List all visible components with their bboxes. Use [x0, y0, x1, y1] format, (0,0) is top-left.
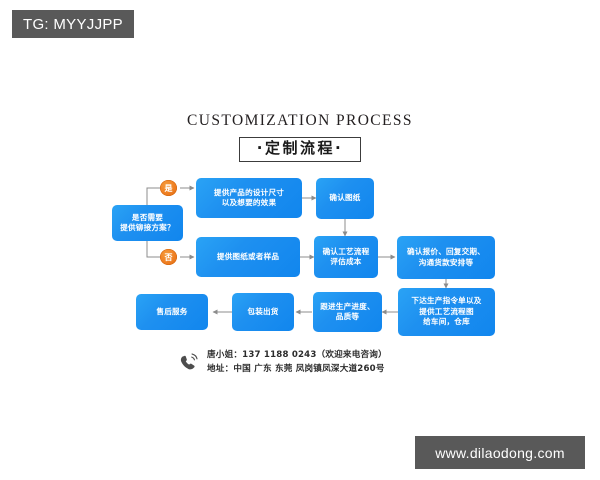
flow-node-label: 确认工艺流程 评估成本 — [322, 246, 370, 266]
flow-node-confirm-quote-delivery-payment[interactable]: 确认报价、回复交期、 沟通货款安排等 — [397, 236, 495, 279]
page-title-chinese-box: ·定制流程· — [238, 137, 362, 162]
flow-node-label: 确认报价、回复交期、 沟通货款安排等 — [407, 247, 485, 267]
phone-icon — [180, 353, 198, 370]
flow-node-label: 提供图纸或者样品 — [216, 251, 280, 261]
flow-node-issue-production-order[interactable]: 下达生产指令单以及 提供工艺流程图 给车间，仓库 — [398, 288, 495, 336]
flow-node-decision-label: 是否需要 提供铆接方案？ — [120, 212, 175, 232]
contact-phone-line: 唐小姐：137 1188 0243（欢迎来电咨询） — [207, 350, 387, 360]
flow-node-decision[interactable]: 是否需要 提供铆接方案？ — [112, 205, 183, 241]
page-title-english: CUSTOMIZATION PROCESS — [187, 112, 413, 129]
flow-node-confirm-process-and-cost[interactable]: 确认工艺流程 评估成本 — [314, 236, 378, 278]
page-title: CUSTOMIZATION PROCESS ·定制流程· — [0, 112, 600, 162]
flow-node-confirm-drawing[interactable]: 确认图纸 — [316, 178, 374, 219]
flow-node-label: 售后服务 — [156, 306, 188, 316]
flow-branch-badge-yes-label: 是 — [164, 183, 173, 193]
flow-branch-badge-no[interactable]: 否 — [160, 249, 177, 265]
flow-node-label: 提供产品的设计尺寸 以及想要的效果 — [213, 187, 285, 207]
contact-text-block: 唐小姐：137 1188 0243（欢迎来电咨询） 地址：中国 广东 东莞 凤岗… — [207, 349, 387, 377]
flow-node-label: 确认图纸 — [329, 193, 361, 203]
flow-node-provide-design-dimensions[interactable]: 提供产品的设计尺寸 以及想要的效果 — [196, 178, 302, 218]
watermark-tag-top-left: TG: MYYJJPP — [12, 10, 134, 38]
flow-branch-badge-no-label: 否 — [164, 252, 173, 262]
flow-node-after-sales-service[interactable]: 售后服务 — [136, 294, 208, 330]
contact-address-line: 地址：中国 广东 东莞 凤岗镇凤深大道260号 — [207, 363, 385, 374]
watermark-tag-bottom-right: www.dilaodong.com — [415, 436, 585, 469]
flow-node-label: 跟进生产进度、 品质等 — [320, 301, 375, 321]
page-title-chinese: ·定制流程· — [256, 139, 344, 157]
flow-branch-badge-yes[interactable]: 是 — [160, 180, 177, 196]
contact-info: 唐小姐：137 1188 0243（欢迎来电咨询） 地址：中国 广东 东莞 凤岗… — [178, 349, 387, 377]
flow-node-label: 下达生产指令单以及 提供工艺流程图 给车间，仓库 — [411, 296, 482, 327]
flow-node-track-production[interactable]: 跟进生产进度、 品质等 — [313, 292, 382, 332]
flow-node-label: 包装出货 — [247, 306, 279, 316]
flow-node-provide-drawing-or-sample[interactable]: 提供图纸或者样品 — [196, 237, 300, 277]
flow-node-packaging-shipment[interactable]: 包装出货 — [232, 293, 294, 331]
